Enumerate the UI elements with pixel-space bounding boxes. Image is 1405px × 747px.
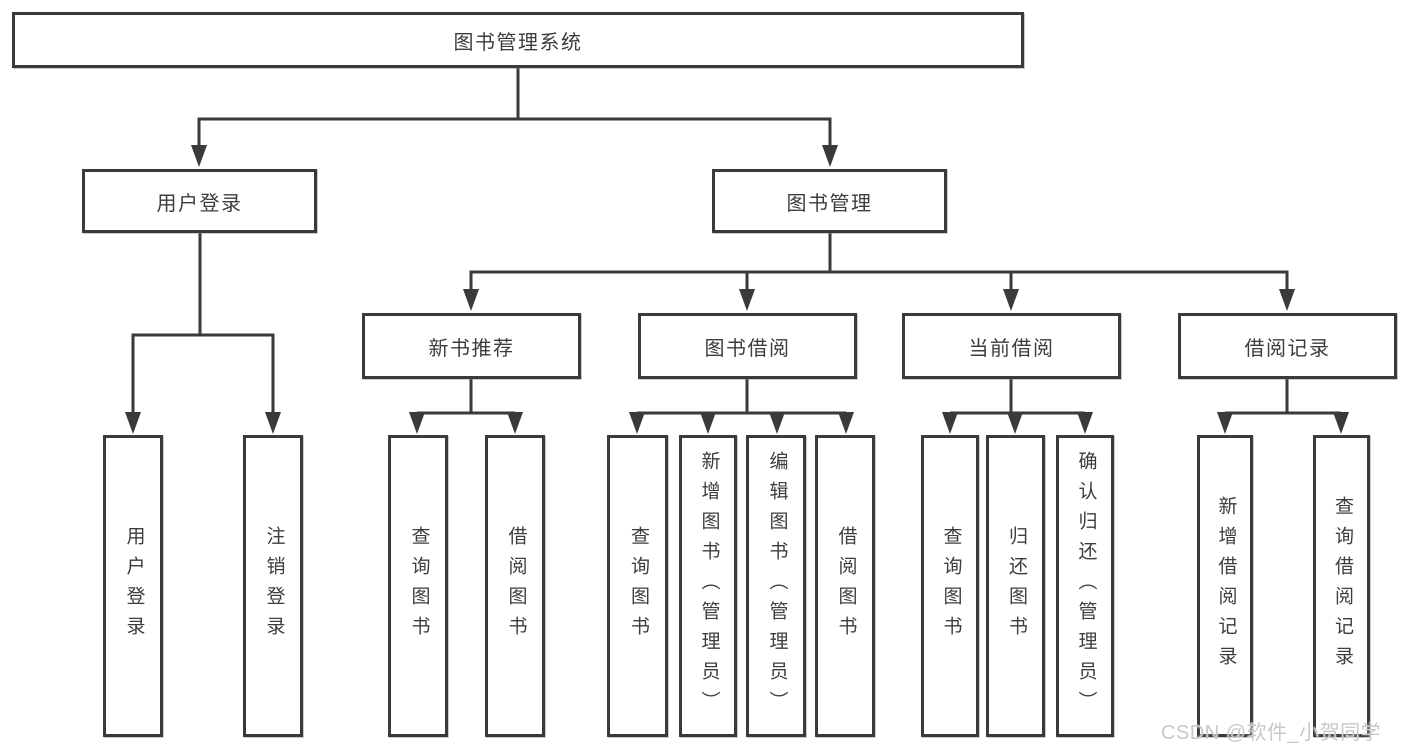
node-label: 新书推荐 <box>428 337 515 360</box>
arrow-down-icon <box>700 412 716 434</box>
node-new-book-recommend: 新书推荐 <box>362 313 581 379</box>
node-current-borrow: 当前借阅 <box>902 313 1121 379</box>
leaf-query-books-recommend: 查询图书 <box>388 435 448 737</box>
arrow-down-icon <box>1003 289 1019 311</box>
node-user-login: 用户登录 <box>82 169 317 233</box>
node-borrow-record: 借阅记录 <box>1178 313 1397 379</box>
arrow-down-icon <box>822 145 838 167</box>
leaf-label: 用户登录 <box>123 526 145 646</box>
leaf-edit-book-admin: 编辑图书（管理员） <box>746 435 806 737</box>
arrow-down-icon <box>629 412 645 434</box>
edge-newbook-to-leaves <box>417 379 515 415</box>
arrow-down-icon <box>769 412 785 434</box>
arrow-down-icon <box>1333 412 1349 434</box>
node-label: 用户登录 <box>156 192 243 215</box>
leaf-logout-login: 注销登录 <box>243 435 303 737</box>
arrow-down-icon <box>1217 412 1233 434</box>
arrow-down-icon <box>191 145 207 167</box>
leaf-label: 注销登录 <box>263 526 285 646</box>
leaf-borrow-books-recommend: 借阅图书 <box>485 435 545 737</box>
edge-borrowrecord-to-leaves <box>1225 379 1341 415</box>
arrow-down-icon <box>125 412 141 434</box>
arrow-down-icon <box>409 412 425 434</box>
arrowheads <box>125 145 1349 434</box>
leaf-query-borrow-record: 查询借阅记录 <box>1313 435 1370 737</box>
leaf-add-book-admin: 新增图书（管理员） <box>679 435 737 737</box>
csdn-watermark: CSDN @软件_小贺同学 <box>1161 722 1382 744</box>
leaf-query-books-borrow: 查询图书 <box>607 435 668 737</box>
node-label: 当前借阅 <box>968 337 1055 360</box>
node-root-system: 图书管理系统 <box>12 12 1024 68</box>
arrow-down-icon <box>739 289 755 311</box>
arrow-down-icon <box>1077 412 1093 434</box>
edge-bookborrow-to-leaves <box>637 379 846 415</box>
arrow-down-icon <box>463 289 479 311</box>
leaf-label: 新增借阅记录 <box>1215 496 1237 676</box>
arrow-down-icon <box>265 412 281 434</box>
arrow-down-icon <box>1007 412 1023 434</box>
leaf-return-book: 归还图书 <box>986 435 1045 737</box>
arrow-down-icon <box>942 412 958 434</box>
leaf-borrow-books: 借阅图书 <box>815 435 875 737</box>
leaf-query-books-current: 查询图书 <box>921 435 979 737</box>
node-book-management: 图书管理 <box>712 169 947 233</box>
leaf-label: 新增图书（管理员） <box>698 451 720 721</box>
leaf-label: 查询图书 <box>627 526 649 646</box>
leaf-label: 查询图书 <box>940 526 962 646</box>
edge-bookmgmt-to-level3 <box>469 233 1289 294</box>
leaf-label: 借阅图书 <box>505 526 527 646</box>
leaf-label: 归还图书 <box>1005 526 1027 646</box>
node-label: 图书管理系统 <box>453 31 583 54</box>
node-label: 借阅记录 <box>1244 337 1331 360</box>
leaf-label: 确认归还（管理员） <box>1075 451 1097 721</box>
leaf-label: 编辑图书（管理员） <box>766 451 788 721</box>
arrow-down-icon <box>838 412 854 434</box>
leaf-label: 借阅图书 <box>835 526 857 646</box>
node-label: 图书借阅 <box>704 337 791 360</box>
edge-userlogin-to-leaves <box>131 233 275 416</box>
node-label: 图书管理 <box>786 192 873 215</box>
leaf-add-borrow-record: 新增借阅记录 <box>1197 435 1253 737</box>
edge-currentborrow-to-leaves <box>950 379 1085 415</box>
leaf-label: 查询借阅记录 <box>1331 496 1353 676</box>
node-book-borrow: 图书借阅 <box>638 313 857 379</box>
leaf-label: 查询图书 <box>408 526 430 646</box>
arrow-down-icon <box>507 412 523 434</box>
leaf-user-login: 用户登录 <box>103 435 163 737</box>
leaf-confirm-return-admin: 确认归还（管理员） <box>1056 435 1114 737</box>
arrow-down-icon <box>1279 289 1295 311</box>
